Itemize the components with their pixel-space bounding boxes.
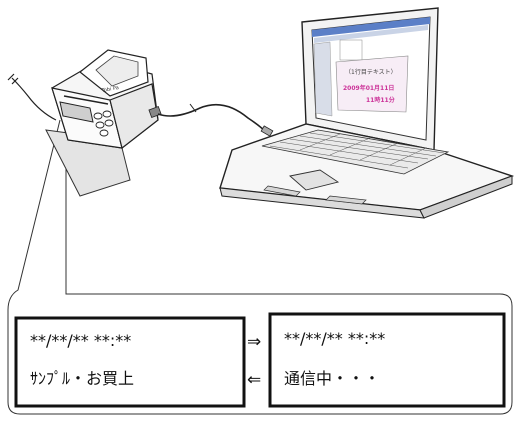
arrow-backward: ⇐ xyxy=(247,370,261,390)
arrow-forward: ⇒ xyxy=(247,332,261,352)
left-display-line-2: ｻﾝﾌﾟﾙ・お買上 xyxy=(30,369,134,388)
laptop: （1行目テキスト） 2009年01月11日 11時11分 xyxy=(219,7,515,219)
laptop-keyboard xyxy=(261,129,450,175)
printer: Tobi Pa xyxy=(45,49,162,197)
right-display-box: **/**/** **:** 通信中・・・ xyxy=(268,312,506,408)
transfer-arrows: ⇒ ⇐ xyxy=(247,332,261,390)
printer-brand-label: Tobi Pa xyxy=(100,85,119,94)
printer-display xyxy=(59,101,94,123)
laptop-touchpad xyxy=(289,169,340,191)
printer-buttons xyxy=(93,110,114,137)
left-display-line-1: **/**/** **:** xyxy=(30,331,131,350)
callout-frame xyxy=(7,119,513,415)
usb-cable xyxy=(157,103,274,137)
laptop-screen: （1行目テキスト） 2009年01月11日 11時11分 xyxy=(311,16,431,141)
right-display-line-2: 通信中・・・ xyxy=(284,369,380,388)
right-display-line-1: **/**/** **:** xyxy=(284,329,385,348)
power-cord xyxy=(7,73,57,121)
laptop-screen-line-3: 11時11分 xyxy=(366,96,395,104)
laptop-screen-line-1: （1行目テキスト） xyxy=(345,68,397,76)
laptop-screen-line-2: 2009年01月11日 xyxy=(343,84,394,92)
left-display-box: **/**/** **:** ｻﾝﾌﾟﾙ・お買上 xyxy=(14,316,246,408)
